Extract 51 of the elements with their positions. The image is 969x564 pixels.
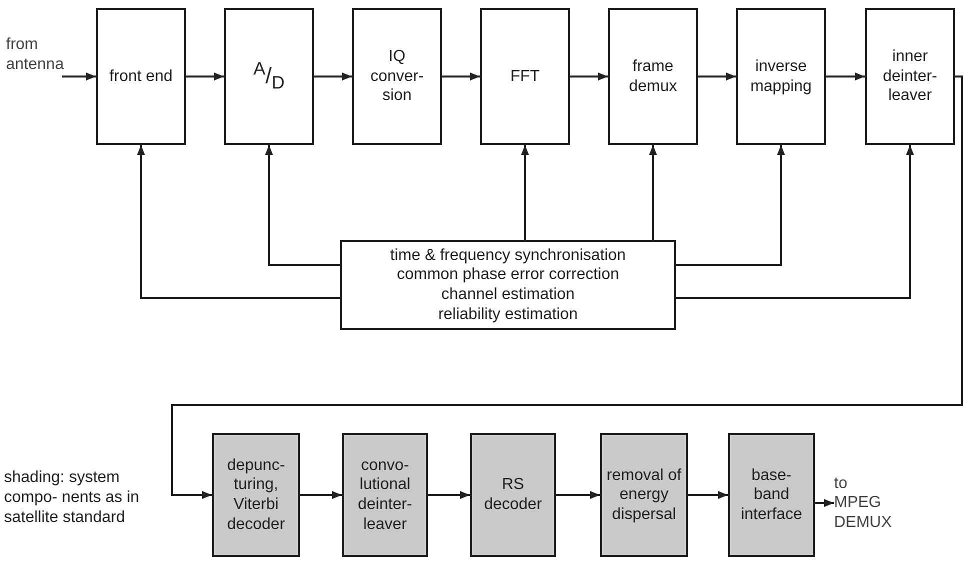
- process-box: [736, 8, 826, 145]
- arrow: [186, 72, 224, 80]
- arrow: [62, 72, 96, 80]
- box-label: convo- lutional deinter- leaver: [356, 456, 414, 534]
- arrow: [815, 499, 834, 507]
- arrow: [265, 145, 340, 266]
- box-label: channel estimation: [441, 285, 575, 305]
- arrow: [826, 72, 865, 80]
- signal-label: to MPEG DEMUX: [834, 474, 893, 532]
- shaded-process-box: [342, 433, 428, 557]
- shaded-process-box: [600, 433, 688, 557]
- arrow: [442, 72, 480, 80]
- process-box: [340, 240, 676, 330]
- box-label: removal of energy dispersal: [606, 466, 682, 524]
- process-box: [352, 8, 442, 145]
- process-box: [865, 8, 955, 145]
- process-box: [608, 8, 698, 145]
- arrow: [676, 145, 914, 299]
- arrow: [428, 491, 470, 499]
- process-box: [224, 8, 314, 145]
- box-label: time & frequency synchronisation: [390, 246, 626, 266]
- box-label: base- band interface: [740, 466, 802, 524]
- box-label: FFT: [510, 66, 540, 86]
- box-label: $^{A}$/$_{D}$: [253, 63, 285, 90]
- arrow: [676, 145, 785, 266]
- box-label: front end: [109, 66, 173, 86]
- box-label: frame demux: [628, 56, 678, 96]
- signal-label: from antenna: [6, 35, 64, 75]
- process-box: [96, 8, 186, 145]
- arrow: [688, 491, 728, 499]
- box-label: common phase error correction: [396, 265, 620, 285]
- box-label: RS decoder: [483, 475, 543, 515]
- shaded-process-box: [728, 433, 815, 557]
- arrow: [137, 145, 340, 299]
- arrow: [649, 145, 657, 240]
- process-box: [480, 8, 570, 145]
- arrow: [521, 145, 529, 240]
- box-label: inverse mapping: [749, 56, 813, 96]
- arrow: [300, 491, 342, 499]
- arrow: [171, 76, 963, 499]
- arrow: [570, 72, 608, 80]
- shaded-process-box: [212, 433, 300, 557]
- box-label: depunc- turing, Viterbi decoder: [226, 456, 286, 534]
- box-label: IQ conver- sion: [369, 47, 425, 106]
- arrow: [698, 72, 736, 80]
- box-label: reliability estimation: [438, 304, 578, 324]
- box-label: inner deinter- leaver: [882, 47, 938, 106]
- arrow: [314, 72, 352, 80]
- shaded-process-box: [470, 433, 556, 557]
- note-text: shading: system compo- nents as in satellite standard: [4, 468, 140, 528]
- arrow: [556, 491, 600, 499]
